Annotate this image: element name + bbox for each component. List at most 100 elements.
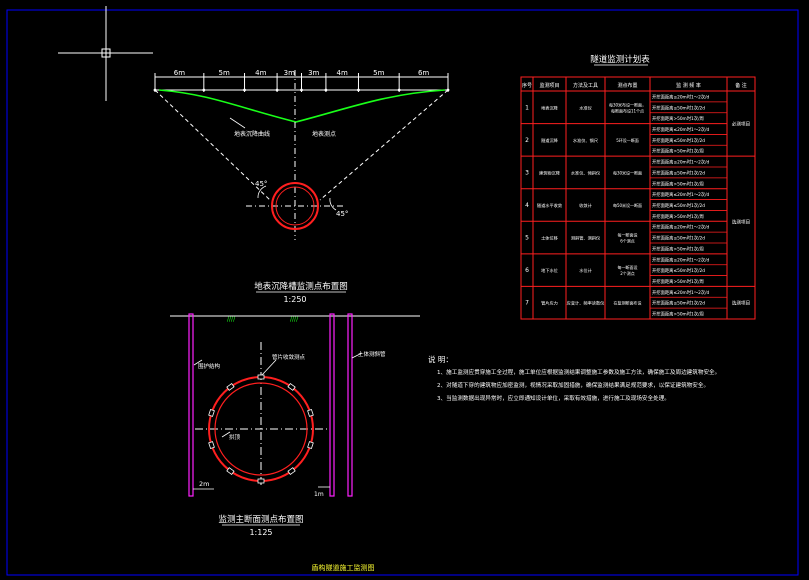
- table-freq: 开挖面距离>50m时1次/周: [652, 213, 704, 220]
- table-header: 监 测 频 率: [676, 82, 701, 89]
- table-cell: 水位计: [579, 267, 592, 274]
- table-cell: 每30米设一断面: [613, 169, 642, 175]
- settlement-point: [202, 88, 206, 92]
- table-cell: 收敛计: [579, 202, 592, 209]
- dimension-label: 3m: [308, 69, 319, 77]
- table-freq: 开挖面距离≤50m时1次/2d: [652, 267, 705, 274]
- convergence-point: [307, 441, 314, 450]
- tunnel-ring-inner: [275, 186, 315, 226]
- table-cell: 地下水位: [541, 267, 558, 274]
- table-freq: 开挖面距离>50m时1次/周: [652, 180, 704, 187]
- table-cell: 2: [525, 137, 529, 144]
- table-header: 备 注: [735, 82, 747, 89]
- convergence-point: [257, 374, 265, 380]
- table-cell: 5: [525, 235, 529, 242]
- table-cell: 隧道沉降: [541, 137, 559, 144]
- table-header: 监测项目: [539, 82, 559, 89]
- leader-curve: [229, 117, 246, 129]
- leader-top: [261, 359, 277, 376]
- dimension-label: 5m: [373, 69, 384, 77]
- table-freq: 开挖面距离≤50m时1次/2d: [652, 202, 705, 209]
- convergence-point: [287, 382, 296, 391]
- leader-left: [193, 359, 203, 366]
- tunnel-ring-outer: [271, 182, 319, 230]
- table-cell: 每一断面设: [618, 232, 638, 238]
- convergence-point: [208, 441, 215, 450]
- dimension-label: 4m: [255, 69, 266, 77]
- profile-scale: 1:250: [283, 295, 306, 304]
- table-cell: 5环设一断面: [616, 137, 639, 143]
- table-freq: 开挖面距离>50m时1次/周: [652, 278, 704, 285]
- table-title: 隧道监测计划表: [590, 54, 650, 65]
- retaining-wall-left: [188, 313, 194, 497]
- angle-label-right: 45°: [336, 210, 348, 218]
- convergence-point: [307, 408, 314, 417]
- drawing-frame: [6, 9, 799, 576]
- dim-2m-label: 2m: [199, 480, 209, 488]
- dimension-label: 4m: [337, 69, 348, 77]
- ground-hatch-left: ////: [227, 316, 236, 323]
- table-freq: 开挖面距离≤50m时1次/2d: [652, 169, 705, 176]
- table-cell: 应变计、频率读数仪: [567, 300, 606, 307]
- table-header: 方法及工具: [573, 82, 598, 89]
- table-cell: 7: [525, 300, 529, 307]
- note-item: 1、施工监测应贯穿施工全过程，施工单位应根据监测结果调整施工参数及施工方法，确保…: [437, 368, 720, 376]
- curve-label: 地表沉降曲线: [234, 130, 270, 138]
- right-label: 土体测斜管: [358, 350, 386, 358]
- table-remark: 选测项目: [732, 218, 750, 225]
- dimension-label: 6m: [174, 69, 185, 77]
- drawing-title: 盾构隧道施工监测图: [312, 563, 375, 572]
- table-freq: 开挖面距离≤20m时1～2次/d: [652, 159, 710, 166]
- section-title: 监测主断面测点布置图: [218, 514, 303, 525]
- leader-right: [351, 352, 363, 359]
- table-cell: 水准仪、倾斜仪: [571, 169, 601, 176]
- table-remark: 选测项目: [732, 300, 750, 307]
- table-cell: 2个测点: [620, 270, 635, 276]
- table-cell: 在监测断面布设: [614, 300, 642, 306]
- table-cell: 水准仪、钢尺: [573, 137, 598, 144]
- convergence-points: [208, 374, 314, 484]
- table-freq: 开挖面距离≤20m时1～2次/d: [652, 126, 710, 133]
- table-freq: 开挖面距离≤50m时1次/2d: [652, 137, 705, 144]
- convergence-point: [226, 467, 235, 476]
- table-freq: 开挖面距离≤50m时1次/2d: [652, 104, 705, 111]
- top-label: 管片收敛测点: [272, 353, 306, 361]
- dimension-label: 3m: [284, 69, 295, 77]
- crosshair-cursor[interactable]: [58, 6, 153, 101]
- settlement-curve: [158, 89, 446, 123]
- table-cell: 水准仪: [579, 104, 592, 111]
- table-freq: 开挖面距离≤20m时1～2次/d: [652, 191, 710, 198]
- table-header: 测点布置: [617, 82, 637, 89]
- table-freq: 开挖面距离≤20m时1～2次/d: [652, 289, 710, 296]
- table-cell: 建筑物沉降: [539, 169, 561, 176]
- convergence-point: [208, 408, 215, 417]
- settlement-point: [357, 88, 360, 92]
- left-label: 围护结构: [198, 362, 221, 370]
- note-item: 3、当监测数据出现异常时，应立即通知设计单位，采取有效措施，进行施工及现场安全处…: [437, 394, 670, 402]
- inclinometer-tube: [347, 313, 353, 497]
- table-cell: 每断面布设11个点: [611, 107, 644, 113]
- angle-arc-right: [329, 197, 337, 211]
- notes-title: 说 明：: [428, 354, 453, 364]
- table-cell: 1: [525, 104, 529, 111]
- table-cell: 3: [525, 169, 529, 176]
- influence-line-left: [154, 89, 271, 201]
- table-freq: 开挖面距离≤50m时1次/2d: [652, 235, 705, 242]
- inner-label: 拱顶: [229, 433, 241, 441]
- table-freq: 开挖面距离>50m时1次/周: [652, 311, 704, 318]
- convergence-point: [257, 478, 265, 484]
- table-freq: 开挖面距离>50m时1次/周: [652, 148, 704, 155]
- profile-title: 地表沉降槽监测点布置图: [254, 281, 348, 292]
- dim-1m-label: 1m: [314, 491, 324, 498]
- angle-arc-left: [257, 185, 267, 199]
- settlement-point: [300, 88, 303, 92]
- point-label: 地表测点: [312, 130, 336, 138]
- table-freq: 开挖面距离≤20m时1～2次/d: [652, 93, 710, 100]
- settlement-point: [324, 88, 328, 92]
- note-item: 2、对隧道下穿的建筑物应加密监测，视情况采取加固措施，确保监测结果满足规范要求，…: [437, 381, 709, 389]
